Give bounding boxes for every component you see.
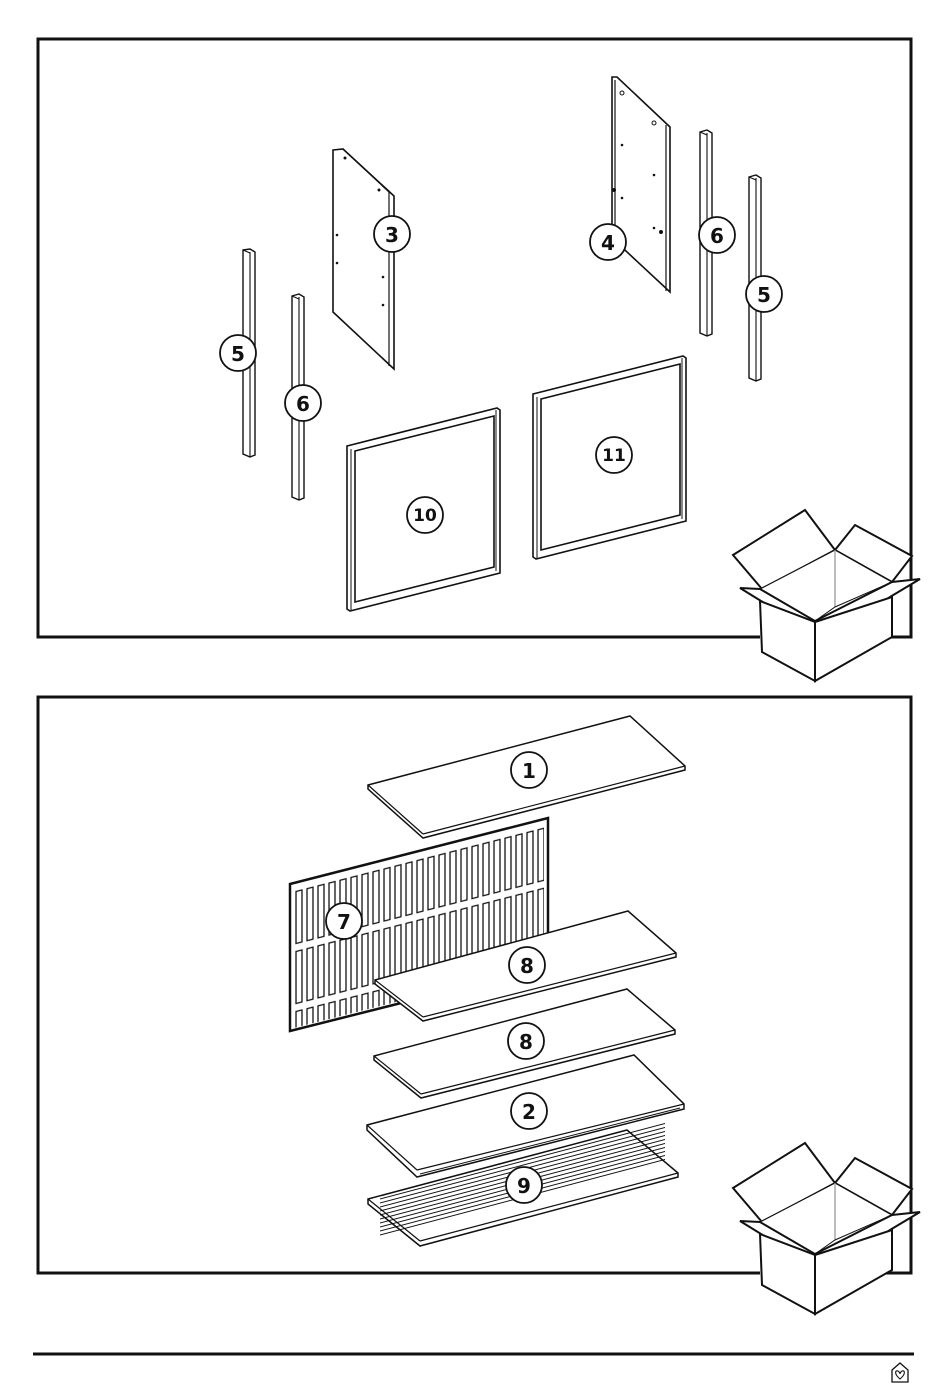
part-number: 5 (757, 283, 771, 307)
part-label: 8 (508, 946, 546, 984)
part-label: 5 (219, 334, 257, 372)
part-label: 2 (510, 1092, 548, 1130)
panel-box-1: 3 4 5 6 6 5 10 11 (36, 37, 921, 683)
part-label: 6 (284, 384, 322, 422)
panel-box-2: 1 7 8 8 2 9 (36, 695, 921, 1316)
part-number: 6 (296, 392, 310, 416)
part-number: 10 (413, 506, 437, 526)
part-label: 9 (505, 1166, 543, 1204)
part-label: 4 (589, 223, 627, 261)
part-number: 8 (520, 954, 534, 978)
part-number: 2 (522, 1100, 536, 1124)
part-number: 3 (385, 223, 399, 247)
part-number: 8 (519, 1030, 533, 1054)
part-number: 5 (231, 342, 245, 366)
part-label: 8 (507, 1022, 545, 1060)
part-label: 6 (698, 216, 736, 254)
part-number: 4 (601, 231, 615, 255)
part-label: 1 (510, 751, 548, 789)
part-number: 6 (710, 224, 724, 248)
part-number: 7 (337, 910, 351, 934)
part-3-side-panel (332, 148, 395, 371)
footer (33, 1352, 914, 1383)
house-heart-icon (891, 1362, 909, 1383)
part-label: 10 (406, 496, 444, 534)
part-number: 1 (522, 759, 536, 783)
open-cardboard-box-icon (731, 1141, 921, 1316)
part-label: 7 (325, 902, 363, 940)
part-label: 5 (745, 275, 783, 313)
part-number: 9 (517, 1174, 531, 1198)
open-cardboard-box-icon (731, 508, 921, 683)
part-number: 11 (602, 446, 626, 466)
part-label: 11 (595, 436, 633, 474)
part-label: 3 (373, 215, 411, 253)
